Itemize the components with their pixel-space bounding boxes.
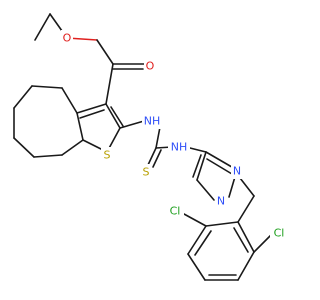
bond-cs-a [147, 147, 157, 166]
bond-n-ch2 [239, 177, 255, 197]
bond-th-c7a-c3b [76, 112, 84, 141]
bond-c2-n [119, 120, 145, 129]
bond-ch2-ar [237, 195, 255, 223]
svg-text:Cl: Cl [170, 205, 181, 218]
molecule-structure: O O S NH S NH N N Cl Cl [13, 13, 288, 281]
molecule-canvas: O O S NH S NH N N Cl Cl [13, 13, 288, 281]
bond-ar-3 [187, 253, 206, 281]
svg-text:O: O [146, 60, 155, 73]
svg-text:N: N [217, 195, 225, 208]
bond-th-c3-c3a [105, 63, 114, 105]
bond-pz-c5-n1 [196, 179, 215, 201]
bond-ethyl-ch3 [34, 13, 51, 41]
bond-th-c3a-c2 [105, 103, 121, 129]
svg-text:O: O [63, 32, 72, 45]
bond-ester-c [96, 39, 114, 65]
bond-th-double [110, 106, 124, 127]
atom-carbonyl-o: O [144, 58, 156, 74]
svg-text:S: S [143, 166, 150, 179]
svg-text:S: S [104, 149, 111, 162]
bond-nh-c [155, 126, 161, 149]
atom-cl-right: Cl [270, 225, 288, 241]
bond-ar-2d [194, 230, 212, 256]
svg-text:N: N [233, 165, 241, 178]
bond-cy-1 [61, 87, 78, 114]
atom-thiophene-s: S [101, 147, 113, 163]
svg-text:Cl: Cl [274, 227, 285, 240]
bond-cy-7 [61, 139, 84, 156]
bond-cs-b [152, 149, 162, 168]
bond-pz-double-1 [192, 154, 202, 178]
bond-th-double-2 [79, 109, 105, 119]
bond-th-c3b-c3a [76, 103, 107, 114]
atom-nh-right: NH [168, 139, 190, 155]
bond-ar-6 [237, 221, 255, 253]
atom-nh-left: NH [142, 113, 164, 129]
bond-cy-2 [31, 85, 63, 89]
bond-ar-2 [187, 225, 207, 255]
bond-ar-cl-left [183, 213, 207, 227]
bond-ar-5 [237, 251, 255, 281]
bond-ar-6d [233, 227, 249, 253]
bond-cy-3 [13, 85, 33, 109]
svg-text:NH: NH [144, 115, 161, 128]
bond-cy-6 [33, 154, 63, 158]
bond-ar-1 [205, 221, 239, 227]
atom-cl-left: Cl [166, 203, 184, 219]
atom-pyrazole-n2: N [215, 193, 227, 209]
bond-pz-double-2 [206, 158, 233, 175]
atom-pyrazole-n1: N [231, 163, 243, 179]
svg-text:NH: NH [171, 141, 188, 154]
bond-ar-cl-right [253, 233, 273, 253]
bond-pz-c4-c5 [196, 151, 207, 181]
bond-cy-5 [13, 137, 35, 158]
atom-thione-s: S [140, 164, 152, 180]
atom-ester-o: O [61, 30, 73, 46]
